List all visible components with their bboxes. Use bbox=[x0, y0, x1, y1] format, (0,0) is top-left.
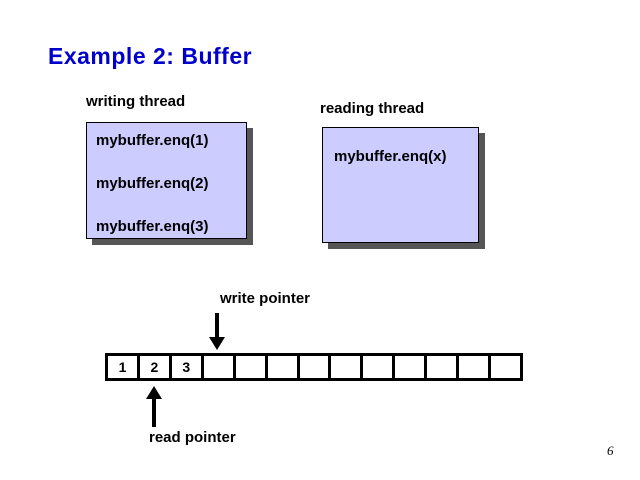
read-pointer-label: read pointer bbox=[149, 429, 236, 446]
buffer-cell bbox=[395, 356, 428, 378]
buffer-cell bbox=[204, 356, 236, 378]
buffer-cell bbox=[491, 356, 520, 378]
writing-code-line: mybuffer.enq(2) bbox=[96, 175, 209, 192]
buffer-cell: 2 bbox=[140, 356, 172, 378]
reading-thread-label: reading thread bbox=[320, 100, 425, 117]
writing-code-line: mybuffer.enq(3) bbox=[96, 218, 209, 235]
buffer-cell bbox=[363, 356, 396, 378]
buffer-cell bbox=[300, 356, 332, 378]
writing-code-line: mybuffer.enq(1) bbox=[96, 132, 209, 149]
arrow-head bbox=[146, 386, 162, 399]
buffer-cell bbox=[268, 356, 300, 378]
buffer-cell bbox=[331, 356, 364, 378]
buffer-cell bbox=[427, 356, 460, 378]
buffer-cell: 1 bbox=[108, 356, 140, 378]
writing-thread-label: writing thread bbox=[86, 93, 186, 110]
reading-code-line: mybuffer.enq(x) bbox=[334, 148, 447, 165]
buffer-cell bbox=[236, 356, 268, 378]
write-pointer-label: write pointer bbox=[220, 290, 311, 307]
read-pointer-arrow-up-icon bbox=[146, 386, 163, 427]
arrow-head bbox=[209, 337, 225, 350]
slide-title: Example 2: Buffer bbox=[48, 43, 253, 69]
writing-thread-box: mybuffer.enq(1) mybuffer.enq(2) mybuffer… bbox=[86, 122, 247, 239]
page-number: 6 bbox=[607, 443, 614, 458]
arrow-shaft bbox=[215, 313, 219, 339]
buffer-cell: 3 bbox=[172, 356, 204, 378]
reading-thread-box: mybuffer.enq(x) bbox=[322, 127, 479, 243]
buffer-cell bbox=[459, 356, 492, 378]
arrow-shaft bbox=[152, 397, 156, 427]
write-pointer-arrow-down-icon bbox=[209, 313, 226, 350]
